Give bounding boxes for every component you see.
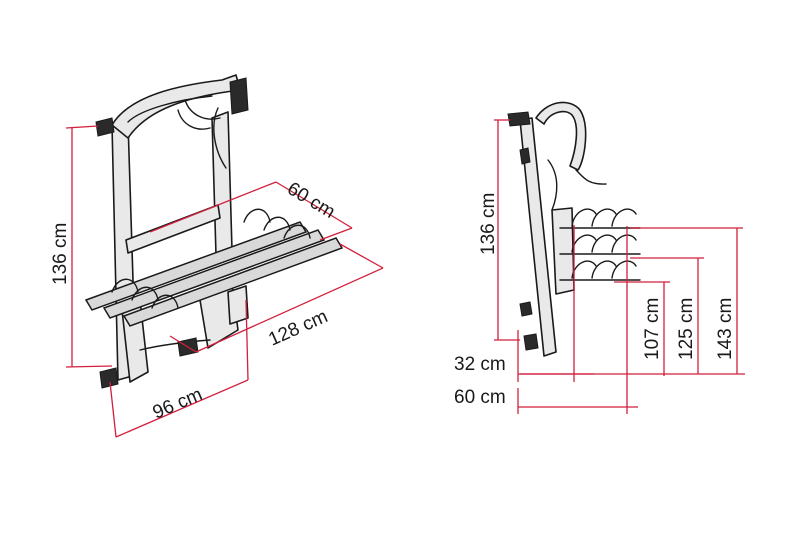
perspective-width-label: 96 cm: [150, 384, 206, 424]
wheel-hoops: [559, 208, 641, 281]
rail-height-143-label: 143 cm: [715, 298, 736, 360]
side-view-dimension-lines: [494, 119, 745, 414]
depth-dimension-line: [275, 181, 353, 229]
perspective-dimension-lines: [65, 125, 384, 438]
perspective-height-label: 136 cm: [50, 223, 71, 285]
offset-32-label: 32 cm: [454, 354, 506, 375]
perspective-bike-carrier: [84, 74, 344, 389]
rail-height-125-label: 125 cm: [676, 298, 697, 360]
perspective-length-label: 128 cm: [265, 306, 330, 351]
offset-60-label: 60 cm: [454, 387, 506, 408]
rail-height-107-label: 107 cm: [642, 298, 663, 360]
length-dimension-line: [195, 267, 384, 353]
side-view-bike-carrier: [507, 101, 641, 357]
perspective-depth-label: 60 cm: [283, 178, 338, 223]
side-height-label: 136 cm: [478, 193, 499, 255]
width-dimension-line: [115, 379, 249, 438]
